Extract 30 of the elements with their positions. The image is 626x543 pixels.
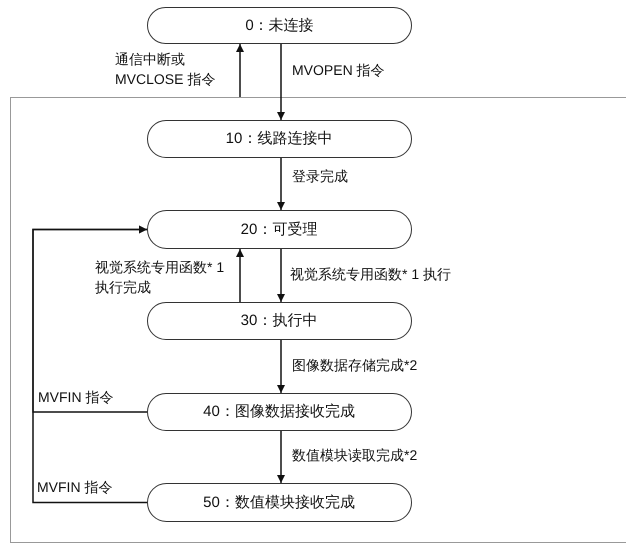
edge-label: 视觉系统专用函数* 1 执行 — [290, 265, 452, 284]
state-pill — [146, 482, 412, 522]
arrow — [277, 158, 285, 210]
boundary-box — [10, 97, 626, 543]
state-pill — [147, 7, 412, 44]
edge-label: 视觉系统专用函数* 1执行完成 — [95, 258, 226, 297]
state-label: 20：可受理 — [240, 220, 318, 238]
edge-label: 图像数据存储完成*2 — [292, 356, 418, 375]
state-pill — [146, 210, 412, 248]
edge-label: 登录完成 — [292, 167, 349, 186]
edge-label: 通信中断或MVCLOSE 指令 — [115, 50, 216, 89]
arrow — [277, 340, 285, 393]
arrow — [277, 431, 285, 483]
arrow — [277, 44, 285, 120]
arrow — [236, 249, 244, 302]
state-pill — [146, 392, 412, 430]
edge-label: MVFIN 指令 — [38, 388, 114, 407]
edge-label: 数值模块读取完成*2 — [292, 446, 418, 465]
state-label: 30：执行中 — [240, 311, 318, 330]
state-pill — [146, 120, 412, 158]
state-pill — [146, 302, 412, 340]
arrow — [277, 249, 285, 302]
state-label: 10：线路连接中 — [226, 129, 332, 148]
arrow — [32, 226, 147, 504]
arrow — [236, 44, 244, 97]
edge-label: MVFIN 指令 — [37, 478, 114, 497]
state-label: 50：数值模块接收完成 — [203, 492, 355, 512]
edge-label: MVOPEN 指令 — [292, 61, 386, 80]
state-label: 40：图像数据接收完成 — [203, 402, 355, 421]
state-label: 0：未连接 — [245, 16, 314, 35]
